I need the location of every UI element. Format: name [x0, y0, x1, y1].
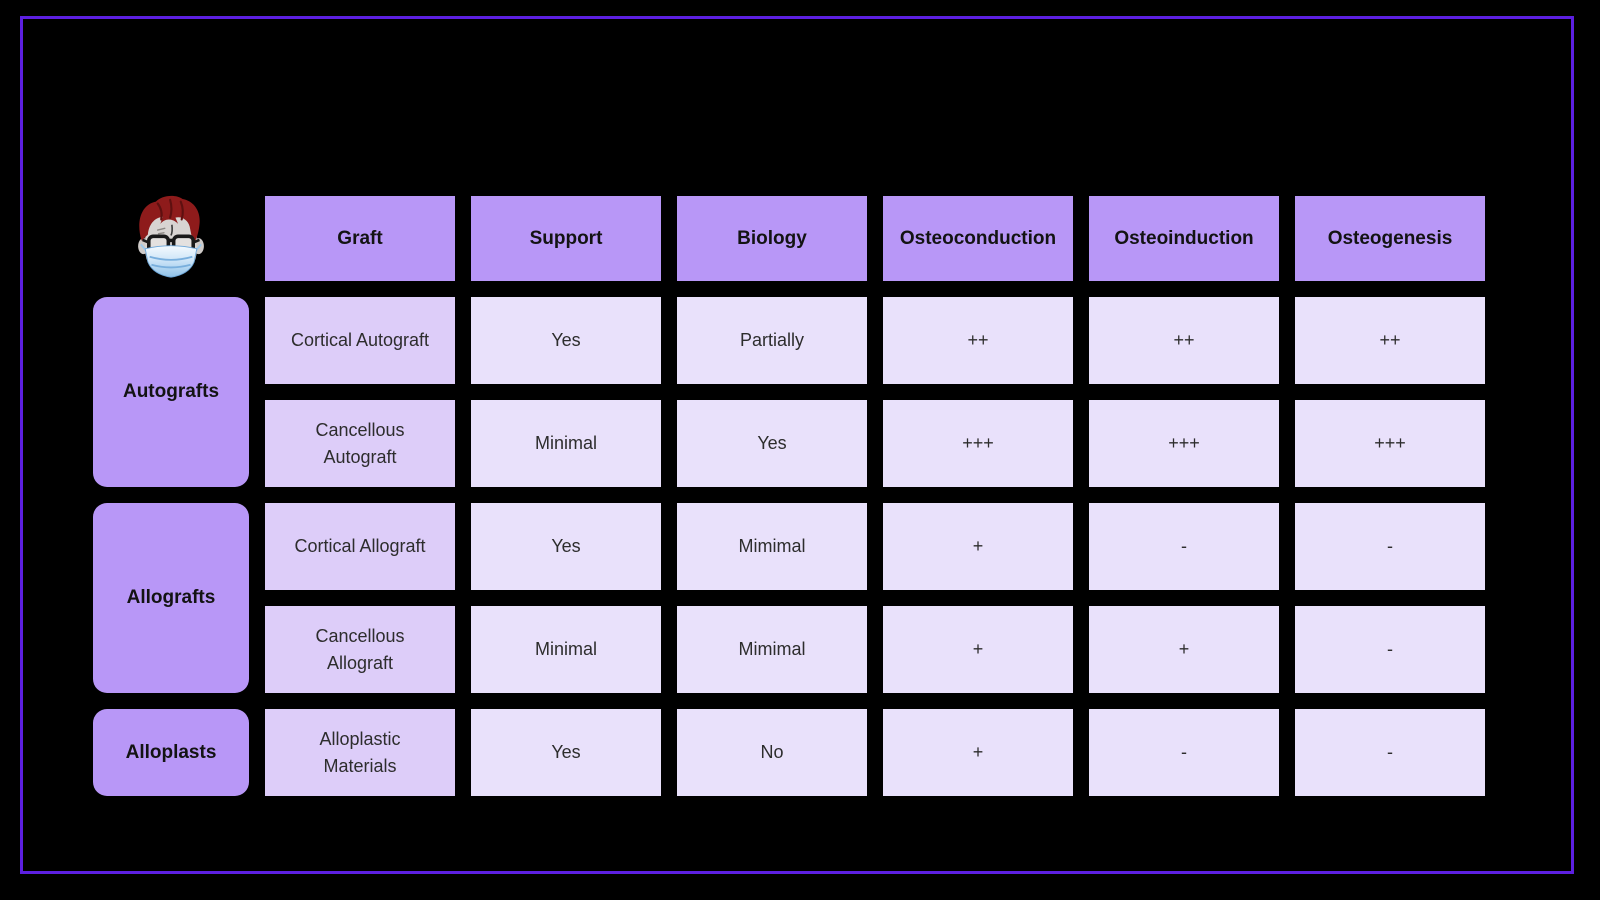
cell-support: Minimal [471, 606, 661, 693]
cell-osteoinduction: + [1089, 606, 1279, 693]
column-header-osteoinduction: Osteoinduction [1089, 196, 1279, 281]
cell-osteoinduction: - [1089, 709, 1279, 796]
cell-osteoinduction: - [1089, 503, 1279, 590]
cell-biology: Partially [677, 297, 867, 384]
cell-graft: Cortical Allograft [265, 503, 455, 590]
column-header-biology: Biology [677, 196, 867, 281]
cell-text: Cortical Allograft [294, 536, 426, 557]
cell-biology: Yes [677, 400, 867, 487]
cell-osteoconduction: +++ [883, 400, 1073, 487]
column-header-osteoconduction: Osteoconduction [883, 196, 1073, 281]
cell-osteoconduction: + [883, 606, 1073, 693]
cell-biology: No [677, 709, 867, 796]
page-border-frame: Graft Support Biology Osteoconduction Os… [20, 16, 1574, 874]
cell-text: Cancellous Allograft [315, 626, 405, 673]
row-group-allografts: Allografts [93, 503, 249, 693]
cell-osteoconduction: + [883, 503, 1073, 590]
cell-osteogenesis: ++ [1295, 297, 1485, 384]
cell-biology: Mimimal [677, 503, 867, 590]
cell-osteoinduction: ++ [1089, 297, 1279, 384]
cell-graft: Cortical Autograft [265, 297, 455, 384]
graft-comparison-table: Graft Support Biology Osteoconduction Os… [93, 195, 1485, 796]
avatar-cell [93, 195, 249, 281]
cell-support: Yes [471, 297, 661, 384]
cell-graft: Alloplastic Materials [265, 709, 455, 796]
cell-osteoinduction: +++ [1089, 400, 1279, 487]
cell-osteoconduction: ++ [883, 297, 1073, 384]
cell-support: Minimal [471, 400, 661, 487]
cell-osteogenesis: - [1295, 709, 1485, 796]
cell-graft: Cancellous Allograft [265, 606, 455, 693]
cell-osteogenesis: - [1295, 503, 1485, 590]
cell-graft: Cancellous Autograft [265, 400, 455, 487]
cell-support: Yes [471, 709, 661, 796]
column-header-support: Support [471, 196, 661, 281]
cell-text: Cancellous Autograft [315, 420, 405, 467]
row-group-autografts: Autografts [93, 297, 249, 487]
cell-osteogenesis: - [1295, 606, 1485, 693]
column-header-osteogenesis: Osteogenesis [1295, 196, 1485, 281]
cell-biology: Mimimal [677, 606, 867, 693]
cell-support: Yes [471, 503, 661, 590]
doctor-avatar-icon [138, 195, 204, 278]
cell-osteogenesis: +++ [1295, 400, 1485, 487]
column-header-graft: Graft [265, 196, 455, 281]
row-group-alloplasts: Alloplasts [93, 709, 249, 796]
cell-text: Cortical Autograft [290, 330, 430, 351]
cell-text: Alloplastic Materials [319, 729, 401, 776]
cell-osteoconduction: + [883, 709, 1073, 796]
